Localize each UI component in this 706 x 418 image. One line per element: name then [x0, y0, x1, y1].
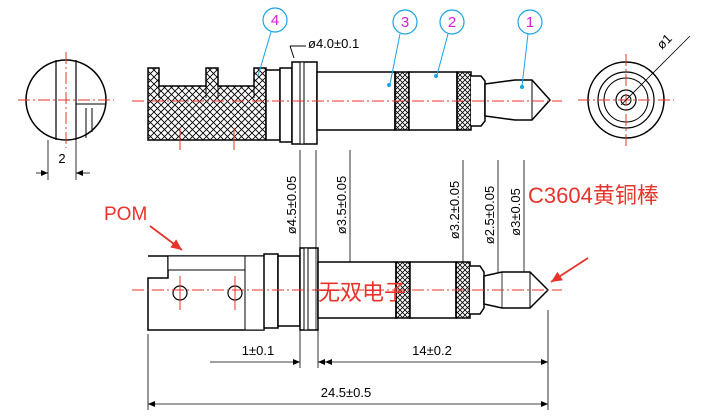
vertical-dimensions: ø4.5±0.05 ø3.5±0.05 ø3.2±0.05 ø2.5±0.05 …	[284, 150, 525, 336]
d25-label: ø2.5±0.05	[482, 186, 497, 244]
callout-3: 3	[401, 14, 409, 31]
bottom-side-view	[132, 247, 562, 331]
callouts: 4 3 2 1	[257, 7, 543, 89]
len-1-label: 1±0.1	[242, 343, 274, 358]
top-diameter-dim: ø4.0±0.1	[289, 36, 359, 59]
length-dimensions: 1±0.1 14±0.2 24.5±0.5	[147, 310, 549, 410]
material-label: C3604黄铜棒	[528, 183, 659, 208]
annotations: POM C3604黄铜棒 无双电子	[104, 183, 659, 306]
right-end-view: ø1	[578, 31, 691, 146]
d45-label: ø4.5±0.05	[284, 176, 299, 234]
slot-width-label: 2	[58, 151, 65, 166]
d35-label: ø3.5±0.05	[334, 176, 349, 234]
callout-2: 2	[448, 14, 456, 31]
len-14-label: 14±0.2	[412, 343, 452, 358]
d32-label: ø3.2±0.05	[447, 181, 462, 239]
pom-label: POM	[104, 204, 147, 225]
d3-label: ø3±0.05	[508, 188, 523, 236]
phi1-label: ø1	[654, 31, 675, 52]
left-end-view: 2	[18, 52, 114, 180]
callout-1: 1	[526, 14, 534, 31]
callout-4: 4	[271, 12, 279, 29]
top-side-view	[132, 61, 562, 150]
top-diameter-label: ø4.0±0.1	[308, 36, 359, 51]
watermark-label: 无双电子	[318, 281, 406, 306]
len-total-label: 24.5±0.5	[321, 385, 372, 400]
